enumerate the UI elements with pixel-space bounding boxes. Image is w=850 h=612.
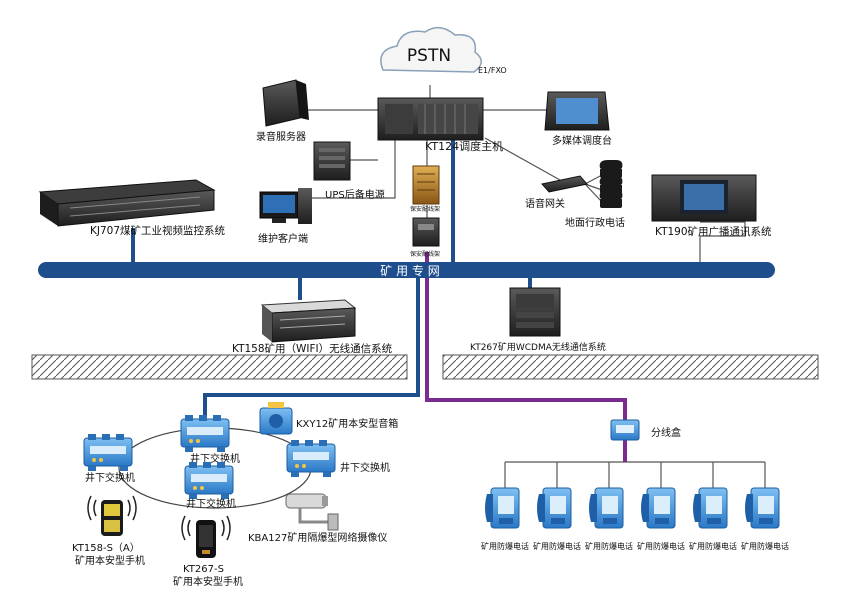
ups-label: UPS后备电源 — [325, 188, 385, 201]
server-icon — [262, 79, 309, 127]
explosion-proof-phone-3 — [588, 487, 624, 529]
kt158-label: KT158矿用（WIFI）无线通信系统 — [232, 342, 393, 355]
phone-label-2: 矿用防爆电话 — [533, 541, 581, 551]
explosion-proof-phone-2 — [536, 487, 572, 529]
junction-label: 分线盒 — [651, 426, 681, 439]
pstn-link-label: E1/FXO — [478, 66, 507, 75]
kt190-console — [651, 174, 757, 222]
thin-connectors — [300, 85, 746, 262]
speaker-label: KXY12矿用本安型音箱 — [296, 417, 398, 430]
kt267-label: KT267矿用WCDMA无线通信系统 — [470, 341, 606, 353]
recorder-label: 录音服务器 — [256, 130, 306, 143]
switch-top — [180, 414, 230, 453]
multimedia-label: 多媒体调度台 — [552, 134, 612, 147]
security-frame-top-label: 保安配线架 — [410, 205, 440, 213]
phone-label-3: 矿用防爆电话 — [585, 541, 633, 551]
cloud-icon — [380, 26, 482, 73]
handset-icon — [196, 520, 216, 558]
security-frame-bottom — [412, 217, 440, 247]
speaker-icon — [259, 402, 293, 435]
phone-icon — [599, 160, 623, 208]
handset-b-line1: KT267-S — [183, 564, 224, 575]
pstn-label: PSTN — [407, 46, 451, 66]
phone-label-5: 矿用防爆电话 — [689, 541, 737, 551]
voice-gateway — [541, 175, 588, 193]
explosion-proof-phone-4 — [640, 487, 676, 529]
kt190-label: KT190矿用广播通讯系统 — [655, 225, 772, 238]
ups-icon — [313, 141, 351, 181]
handset-icon — [101, 500, 123, 536]
kt267-cabinet — [509, 287, 561, 337]
switch-right — [286, 439, 336, 478]
client-label: 维护客户端 — [258, 232, 308, 245]
switch-right-label: 井下交换机 — [340, 461, 390, 474]
dispatcher-label: KT124调度主机 — [425, 139, 503, 153]
security-frame-top — [412, 165, 440, 205]
monitor-icon — [259, 188, 312, 224]
multimedia-console — [544, 91, 610, 131]
security-frame-bottom-label: 保安配线架 — [410, 250, 440, 258]
switch-bottom-label: 井下交换机 — [186, 497, 236, 510]
kj707-server — [38, 179, 216, 227]
switch-left — [83, 433, 133, 472]
switch-left-label: 井下交换机 — [85, 471, 135, 484]
handset-a-line2: 矿用本安型手机 — [75, 554, 145, 567]
backbone-label: 矿 用 专 网 — [380, 263, 439, 278]
wifi-icon — [87, 495, 231, 541]
phone-label-6: 矿用防爆电话 — [741, 541, 789, 551]
switch-bottom — [184, 461, 234, 500]
phone-label-4: 矿用防爆电话 — [637, 541, 685, 551]
dispatcher-host — [377, 97, 484, 141]
ground-layer — [31, 354, 819, 380]
surface-phone-label: 地面行政电话 — [565, 216, 625, 229]
explosion-proof-phone-6 — [744, 487, 780, 529]
switch-top-label: 井下交换机 — [190, 452, 240, 465]
network-backbone — [38, 262, 775, 278]
explosion-proof-phone-1 — [484, 487, 520, 529]
phone-label-1: 矿用防爆电话 — [481, 541, 529, 551]
handset-b-line2: 矿用本安型手机 — [173, 575, 243, 588]
explosion-proof-phone-5 — [692, 487, 728, 529]
voice-gateway-label: 语音网关 — [525, 197, 565, 210]
junction-fanout — [504, 461, 766, 488]
kt158-station — [260, 299, 357, 343]
handset-a-line1: KT158-S（A） — [72, 542, 140, 554]
camera-icon — [285, 493, 339, 531]
camera-label: KBA127矿用隔爆型网络摄像仪 — [248, 531, 387, 544]
junction-box — [610, 419, 640, 441]
network-links — [131, 140, 627, 462]
kj707-label: KJ707煤矿工业视频监控系统 — [90, 224, 226, 237]
